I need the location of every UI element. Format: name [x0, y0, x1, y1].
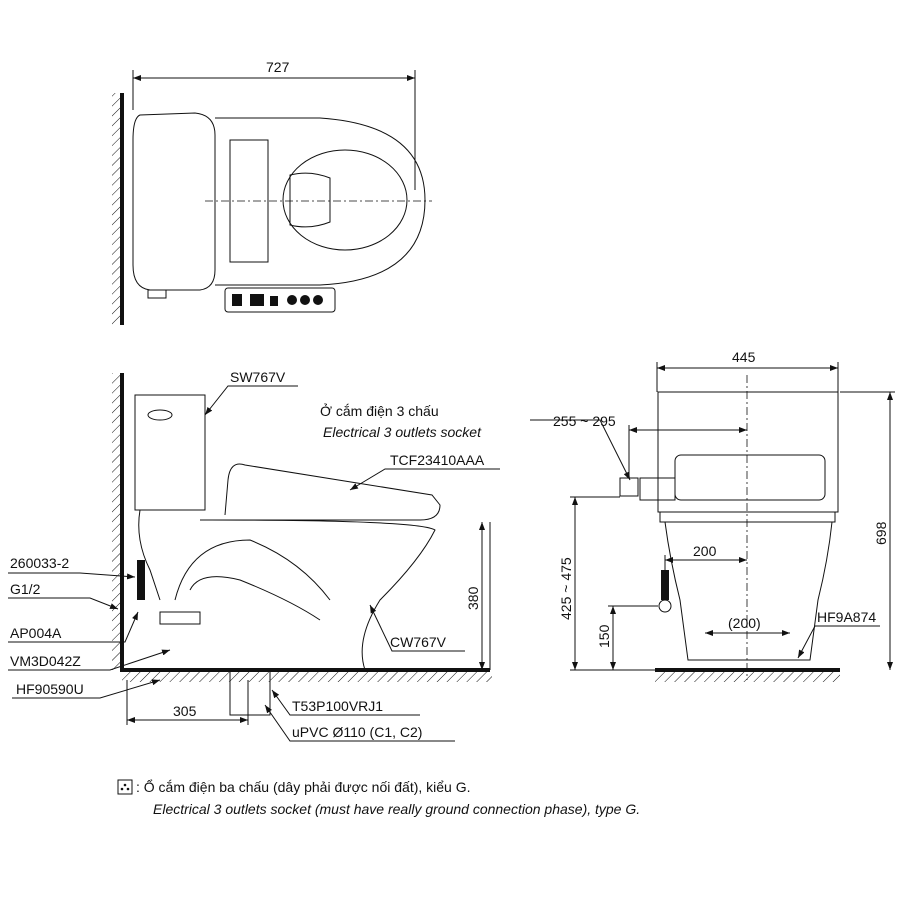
bowl [209, 519, 436, 671]
dim-200: 200 [693, 543, 717, 559]
note-vi: : Ổ cắm điện ba chấu (dây phải được nối … [136, 778, 471, 795]
label-tank: SW767V [230, 369, 286, 385]
tank [134, 394, 206, 511]
label-pipe: uPVC Ø110 (C1, C2) [292, 724, 422, 740]
label-bowl: CW767V [390, 634, 447, 650]
dim-727: 727 [266, 59, 290, 75]
note-en: Electrical 3 outlets socket (must have r… [153, 801, 640, 817]
dim-150: 150 [596, 624, 612, 648]
dim-bolt-spacing: (200) [728, 615, 761, 631]
dim-socket-offset: 255 ~ 295 [553, 413, 616, 429]
socket-icon [619, 477, 639, 497]
label-bolt-kit: HF9A874 [817, 609, 876, 625]
label-thread: G1/2 [10, 581, 41, 597]
seat [200, 463, 441, 521]
seat-opening [282, 149, 408, 251]
seat-front [674, 454, 826, 501]
dim-socket-height: 425 ~ 475 [558, 557, 574, 620]
label-adapter: T53P100VRJ1 [292, 698, 383, 714]
label-seat: TCF23410AAA [390, 452, 485, 468]
label-valve: 260033-2 [10, 555, 69, 571]
socket-icon [117, 779, 133, 795]
dim-305: 305 [173, 703, 197, 719]
label-flange: HF90590U [16, 681, 84, 697]
top-view: 727 [112, 59, 432, 325]
socket-label-vi: Ở cắm điện 3 chấu [320, 402, 439, 419]
front-view: 445 255 ~ 295 698 425 ~ 475 200 (200) 15… [553, 349, 895, 682]
tank-outline [132, 112, 216, 291]
side-view: 380 305 SW767V TCF23410AAA CW767V 260033… [8, 369, 631, 742]
dim-445: 445 [732, 349, 756, 365]
dim-380: 380 [465, 586, 481, 610]
remote-control [224, 287, 336, 313]
legend-note: : Ổ cắm điện ba chấu (dây phải được nối … [117, 778, 640, 817]
dim-698: 698 [873, 521, 889, 545]
socket-label-en: Electrical 3 outlets socket [323, 424, 482, 440]
label-bolt: VM3D042Z [10, 653, 81, 669]
tank-front [657, 391, 839, 513]
seat-outline [215, 117, 426, 286]
label-hose: AP004A [10, 625, 62, 641]
